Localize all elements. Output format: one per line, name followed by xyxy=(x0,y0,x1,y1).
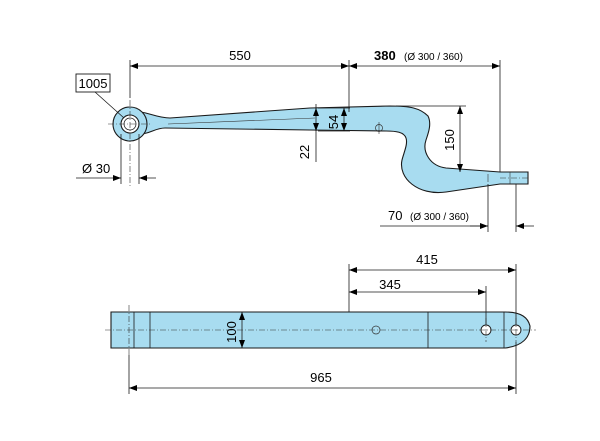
dim-label-380: 380 xyxy=(374,48,396,63)
dim-label-22: 22 xyxy=(297,145,312,159)
dim-label-965: 965 xyxy=(310,370,332,385)
part-number-box xyxy=(75,73,111,93)
dim-label-d30: Ø 30 xyxy=(82,161,110,176)
top-view: 415 345 100 965 xyxy=(105,252,536,394)
dim-label-70: 70 xyxy=(388,208,402,223)
spring-leaf-top xyxy=(110,311,531,349)
part-number: 1005 xyxy=(79,76,108,91)
dim-label-150: 150 xyxy=(442,129,457,151)
spring-leaf-side xyxy=(139,105,529,194)
part-number-leader xyxy=(94,91,125,119)
dim-label-100: 100 xyxy=(224,321,239,343)
dim-label-550: 550 xyxy=(229,48,251,63)
dim-note-70: (Ø 300 / 360) xyxy=(410,212,469,223)
side-view: 550 380 (Ø 300 / 360) 1005 54 22 150 Ø 3… xyxy=(75,48,534,232)
dim-label-415: 415 xyxy=(416,252,438,267)
dim-label-345: 345 xyxy=(379,277,401,292)
dim-note-380: (Ø 300 / 360) xyxy=(404,52,463,63)
dim-label-54: 54 xyxy=(326,115,341,129)
leaf-line xyxy=(167,117,316,125)
